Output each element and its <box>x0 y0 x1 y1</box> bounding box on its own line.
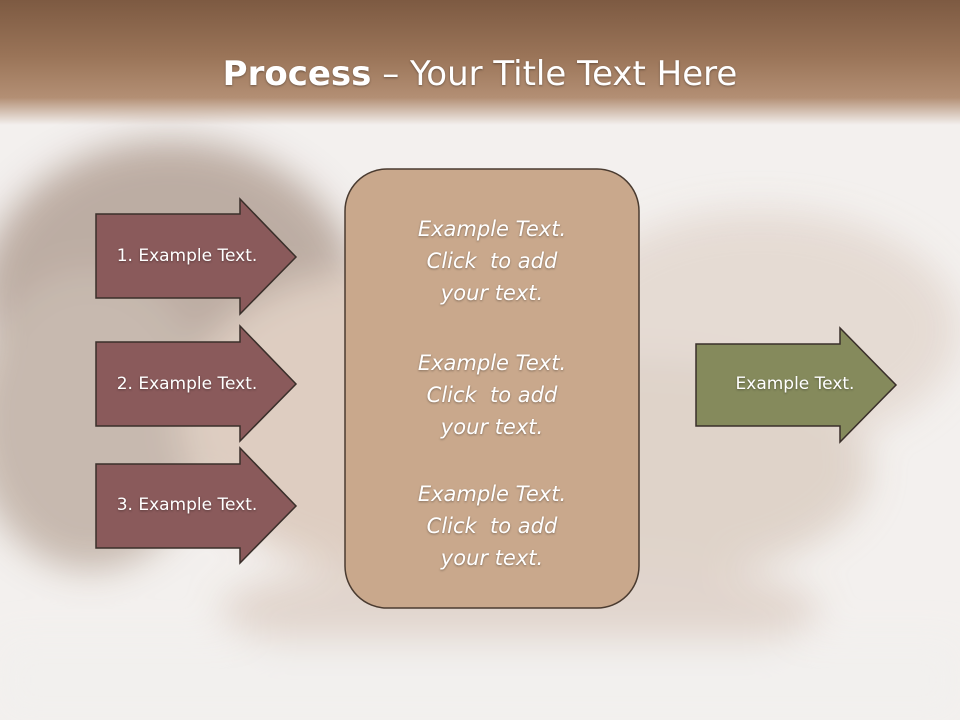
slide-title-rest: Your Title Text Here <box>410 54 738 94</box>
right-arrow-label: Example Text. <box>735 374 855 394</box>
title-band <box>0 0 960 125</box>
center-text-1-line-1: Example Text. <box>417 217 567 241</box>
left-arrow-2[interactable] <box>95 324 298 443</box>
right-arrow[interactable] <box>695 326 898 444</box>
center-text-3-line-3: your text. <box>440 546 544 570</box>
center-text-block-3: Example Text. Click to add your text. <box>345 478 639 574</box>
slide-title-bold: Process <box>222 54 372 94</box>
slide-title[interactable]: Process – Your Title Text Here <box>0 52 960 96</box>
center-text-3-line-1: Example Text. <box>417 482 567 506</box>
center-text-2-line-3: your text. <box>440 415 544 439</box>
slide-title-dash: – <box>371 54 411 94</box>
left-arrow-2-label: 2. Example Text. <box>116 374 258 394</box>
left-arrow-1-label: 1. Example Text. <box>116 246 258 266</box>
center-text-block-2: Example Text. Click to add your text. <box>345 347 639 443</box>
center-text-2-line-2: Click to add <box>426 383 558 407</box>
center-text-1-line-2: Click to add <box>426 249 558 273</box>
left-arrow-3-label: 3. Example Text. <box>116 495 258 515</box>
left-arrow-3[interactable] <box>95 446 298 565</box>
center-text-block-1: Example Text. Click to add your text. <box>345 213 639 309</box>
center-text-3-line-2: Click to add <box>426 514 558 538</box>
center-text-1-line-3: your text. <box>440 281 544 305</box>
center-text-2-line-1: Example Text. <box>417 351 567 375</box>
center-box[interactable] <box>344 168 640 609</box>
left-arrow-1[interactable] <box>95 197 298 316</box>
